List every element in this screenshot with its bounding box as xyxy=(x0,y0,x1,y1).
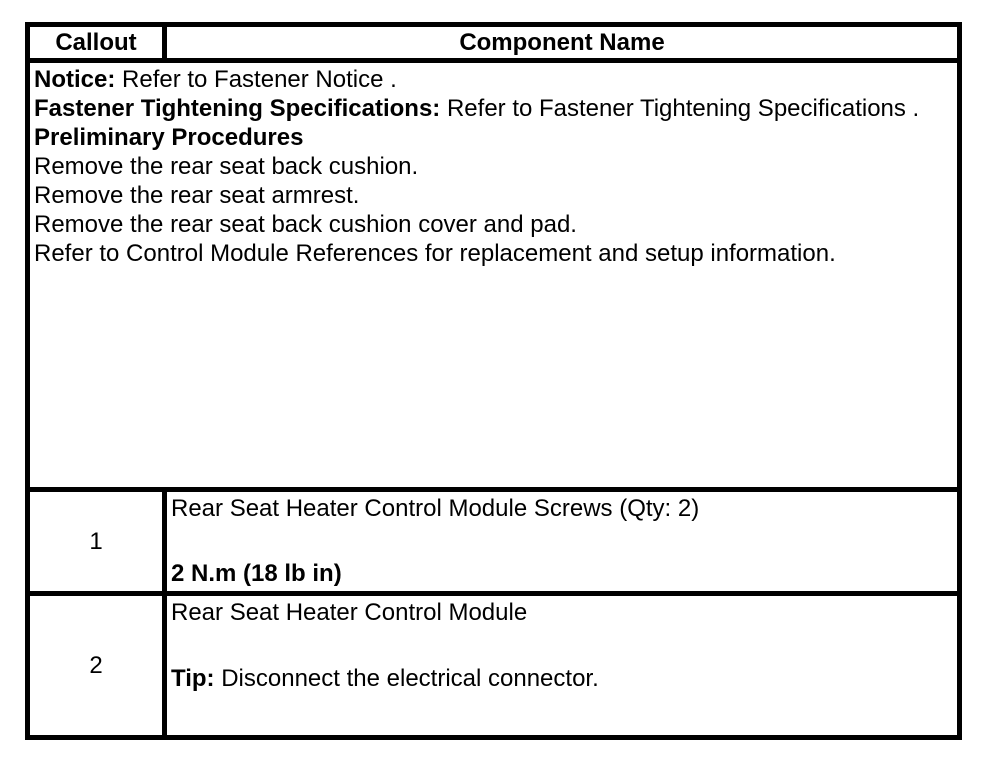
fastener-spec-label: Fastener Tightening Specifications: xyxy=(34,95,441,122)
component-cell: Rear Seat Heater Control Module Screws (… xyxy=(162,487,962,596)
component-name-column-header: Component Name xyxy=(162,22,962,63)
control-module-reference-line: Refer to Control Module References for r… xyxy=(34,240,836,267)
notice-label: Notice: xyxy=(34,66,116,93)
table-row: 2 Rear Seat Heater Control Module Tip: D… xyxy=(25,591,962,740)
component-spec-table: Callout Component Name Notice: Refer to … xyxy=(25,22,962,740)
table-header-row: Callout Component Name xyxy=(25,22,962,63)
component-name: Rear Seat Heater Control Module xyxy=(171,599,528,626)
component-name: Rear Seat Heater Control Module Screws (… xyxy=(171,495,700,522)
torque-spec: 2 N.m (18 lb in) xyxy=(171,560,342,587)
table-row: 1 Rear Seat Heater Control Module Screws… xyxy=(25,487,962,596)
notice-line: Notice: Refer to Fastener Notice . xyxy=(34,65,953,94)
callout-number: 2 xyxy=(25,591,167,740)
fastener-spec-line: Fastener Tightening Specifications: Refe… xyxy=(34,94,953,123)
notice-text: Refer to Fastener Notice . xyxy=(115,66,397,93)
callout-number: 1 xyxy=(25,487,167,596)
tip-label: Tip: xyxy=(171,665,215,692)
preliminary-step: Remove the rear seat armrest. xyxy=(34,182,360,209)
tip-line: Tip: Disconnect the electrical connector… xyxy=(171,664,953,693)
tip-text: Disconnect the electrical connector. xyxy=(214,665,599,692)
fastener-spec-text: Refer to Fastener Tightening Specificati… xyxy=(440,95,920,122)
component-cell: Rear Seat Heater Control Module Tip: Dis… xyxy=(162,591,962,740)
preliminary-step: Remove the rear seat back cushion cover … xyxy=(34,211,577,238)
preliminary-step: Remove the rear seat back cushion. xyxy=(34,153,419,180)
callout-column-header: Callout xyxy=(25,22,167,63)
preliminary-procedures-title: Preliminary Procedures xyxy=(34,124,304,151)
notes-row: Notice: Refer to Fastener Notice . Faste… xyxy=(25,58,962,492)
notes-cell: Notice: Refer to Fastener Notice . Faste… xyxy=(25,58,962,492)
